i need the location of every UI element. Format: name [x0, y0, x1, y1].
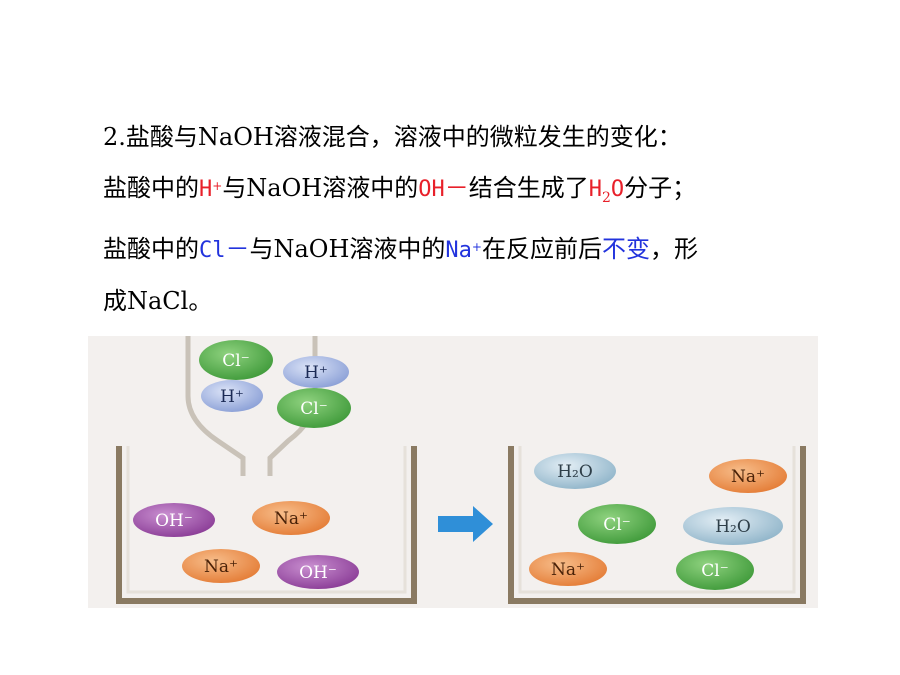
sodium-ion: Na⁺ — [709, 459, 787, 493]
ion-ball — [252, 501, 330, 535]
left-beaker — [116, 446, 417, 604]
ion-label: OH⁻ — [155, 511, 193, 531]
text-segment: 与NaOH溶液中的 — [249, 234, 446, 263]
right-beaker — [508, 446, 806, 604]
sodium-ion: Na⁺ — [529, 552, 607, 586]
hydroxide-ion: OH⁻ — [133, 503, 215, 537]
water-h: H — [588, 177, 602, 202]
text-segment: ，形 — [649, 234, 698, 263]
text-segment: 分子； — [624, 174, 697, 202]
text-line-1: 2.盐酸与NaOH溶液混合，溶液中的微粒发生的变化： — [103, 123, 682, 151]
hydrogen-ion-charge: + — [212, 179, 223, 193]
text-line-3: 盐酸中的Cl－与NaOH溶液中的Na+在反应前后不变，形 — [103, 224, 803, 276]
text-segment: 盐酸中的 — [103, 174, 199, 202]
ion-ball — [534, 453, 616, 489]
reaction-diagram: Cl⁻ H⁺ H⁺ Cl⁻ OH⁻ Na⁺ Na⁺ OH⁻ H₂O Na⁺ Cl⁻ H₂O Na⁺ Cl⁻ — [88, 336, 818, 608]
hydroxide-ion-symbol: OH — [418, 177, 445, 202]
hydrogen-ion-symbol: H — [199, 177, 213, 202]
ion-label: Na⁺ — [551, 560, 585, 580]
chloride-ion: Cl⁻ — [676, 550, 754, 590]
ion-ball — [529, 552, 607, 586]
sodium-ion-charge: + — [471, 239, 482, 254]
chloride-ion: Cl⁻ — [578, 504, 656, 544]
ion-label: Cl⁻ — [701, 561, 728, 581]
ion-label: H₂O — [557, 462, 593, 482]
water-molecule: H₂O — [683, 507, 783, 545]
text-segment: 与NaOH溶液中的 — [222, 174, 419, 202]
text-segment: 盐酸中的 — [103, 234, 199, 263]
text-segment: 在反应前后 — [481, 234, 602, 263]
unchanged-highlight: 不变 — [601, 234, 650, 263]
ion-ball — [683, 507, 783, 545]
ion-label: H⁺ — [304, 363, 328, 383]
right-beaker-inner — [518, 446, 796, 594]
hydroxide-ion: OH⁻ — [277, 555, 359, 589]
ion-ball — [201, 380, 263, 412]
ion-ball — [283, 356, 349, 388]
hydroxide-ion-charge: － — [444, 174, 469, 202]
sodium-ion-symbol: Na — [445, 237, 472, 263]
ion-label: Na⁺ — [731, 467, 765, 487]
explanation-text: 2.盐酸与NaOH溶液混合，溶液中的微粒发生的变化： 盐酸中的H+与NaOH溶液… — [103, 112, 803, 327]
hydrogen-ion: H⁺ — [201, 380, 263, 412]
ions-layer: Cl⁻ H⁺ H⁺ Cl⁻ OH⁻ Na⁺ Na⁺ OH⁻ H₂O Na⁺ Cl⁻ H₂O Na⁺ Cl⁻ — [133, 340, 787, 590]
chloride-ion: Cl⁻ — [277, 388, 351, 428]
chloride-ion-charge: － — [225, 234, 250, 263]
ion-ball — [676, 550, 754, 590]
water-subscript: 2 — [601, 189, 611, 206]
ion-ball — [199, 340, 273, 380]
ion-ball — [277, 388, 351, 428]
reaction-diagram-svg: Cl⁻ H⁺ H⁺ Cl⁻ OH⁻ Na⁺ Na⁺ OH⁻ H₂O Na⁺ Cl⁻ H₂O Na⁺ Cl⁻ — [88, 336, 818, 608]
water-o: O — [610, 177, 625, 202]
ion-label: Na⁺ — [274, 509, 308, 529]
ion-label: H⁺ — [220, 387, 244, 407]
left-beaker-inner — [126, 446, 407, 594]
sodium-ion: Na⁺ — [182, 549, 260, 583]
ion-label: Cl⁻ — [603, 515, 630, 535]
text-segment: 结合生成了 — [468, 174, 589, 202]
ion-label: Cl⁻ — [300, 399, 327, 419]
ion-ball — [277, 555, 359, 589]
sodium-ion: Na⁺ — [252, 501, 330, 535]
ion-ball — [182, 549, 260, 583]
ion-label: OH⁻ — [299, 563, 337, 583]
water-molecule: H₂O — [534, 453, 616, 489]
ion-label: H₂O — [715, 517, 751, 537]
reaction-arrow — [438, 506, 493, 542]
ion-ball — [578, 504, 656, 544]
ion-label: Cl⁻ — [222, 351, 249, 371]
ion-ball — [709, 459, 787, 493]
text-line-2: 盐酸中的H+与NaOH溶液中的OH－结合生成了H2O分子； — [103, 163, 803, 224]
text-line-4: 成NaCl。 — [103, 286, 213, 315]
chloride-ion: Cl⁻ — [199, 340, 273, 380]
ion-label: Na⁺ — [204, 557, 238, 577]
ion-ball — [133, 503, 215, 537]
hydrogen-ion: H⁺ — [283, 356, 349, 388]
chloride-ion-symbol: Cl — [199, 237, 226, 263]
